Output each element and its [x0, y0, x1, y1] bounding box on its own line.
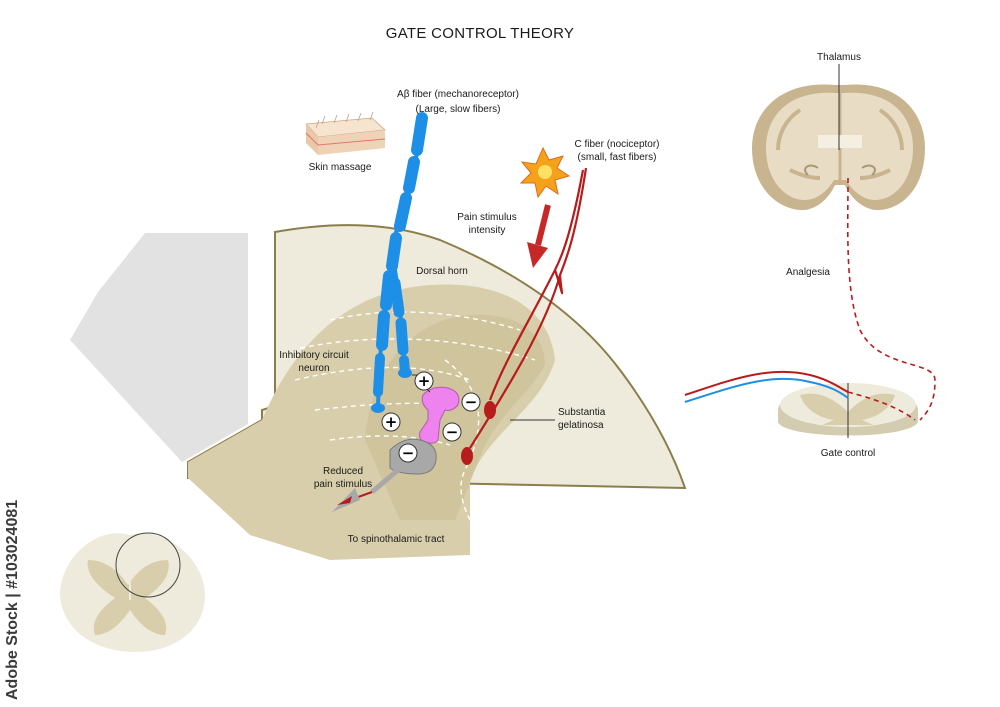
svg-text:+: +: [385, 413, 398, 431]
minus-sign-2: −: [442, 422, 462, 442]
c-fiber-terminal-2: [461, 447, 473, 465]
minus-sign-3: −: [398, 443, 418, 463]
c-fiber-label-1: C fiber (nociceptor): [574, 139, 659, 150]
inhibitory-neuron-label-1: Inhibitory circuit: [279, 350, 349, 361]
plus-sign-2: +: [381, 412, 401, 432]
reduced-pain-arrowtip: [337, 496, 352, 505]
c-fiber-terminal-1: [484, 401, 496, 419]
ab-fiber-label-2: (Large, slow fibers): [415, 104, 500, 115]
analgesia-label: Analgesia: [786, 267, 830, 278]
a-beta-fiber: [373, 112, 428, 407]
dorsal-horn-label: Dorsal horn: [416, 266, 468, 277]
c-fiber: [469, 167, 588, 449]
spinothalamic-label: To spinothalamic tract: [348, 534, 445, 545]
pain-intensity-arrow: [527, 204, 551, 268]
cord-section-grey: [70, 233, 248, 462]
incoming-a-beta-fiber: [684, 377, 849, 403]
minus-sign-1: −: [461, 392, 481, 412]
svg-text:−: −: [465, 393, 478, 411]
svg-text:−: −: [446, 423, 459, 441]
inhibitory-neuron-label-2: neuron: [298, 363, 329, 374]
ab-fiber-label-1: Aβ fiber (mechanoreceptor): [397, 89, 519, 100]
pain-starburst-icon: [519, 146, 571, 199]
skin-massage-label: Skin massage: [309, 162, 372, 173]
reduced-pain-label-2: pain stimulus: [314, 479, 372, 490]
spinal-cord-cross-section-icon: [60, 532, 205, 652]
svg-text:+: +: [418, 372, 431, 390]
thalamus-label: Thalamus: [817, 52, 861, 63]
substantia-label-1: Substantia: [558, 407, 606, 418]
stock-watermark-text: Adobe Stock | #103024081: [4, 499, 21, 700]
a-beta-terminal-1: [371, 403, 385, 413]
diagram-title: GATE CONTROL THEORY: [386, 25, 575, 42]
spinal-cord-segment-icon: [778, 383, 918, 438]
crossing-pathway: [847, 391, 916, 421]
pain-intensity-label-2: intensity: [469, 225, 506, 236]
svg-text:−: −: [402, 444, 415, 462]
substantia-label-2: gelatinosa: [558, 420, 604, 431]
incoming-c-fiber: [684, 370, 849, 396]
plus-sign-1: +: [414, 371, 434, 391]
inhibitory-neuron: [419, 386, 460, 444]
gate-control-label: Gate control: [821, 448, 875, 459]
reduced-pain-label-1: Reduced: [323, 466, 363, 477]
skin-massage-icon: [305, 111, 386, 155]
c-fiber-label-2: (small, fast fibers): [578, 152, 657, 163]
stock-watermark: Adobe Stock | #103024081: [4, 470, 26, 700]
pain-intensity-label-1: Pain stimulus: [457, 212, 516, 223]
ascending-pathway: [846, 177, 936, 421]
a-beta-terminal-2: [398, 368, 412, 378]
projection-axon: [370, 468, 400, 494]
